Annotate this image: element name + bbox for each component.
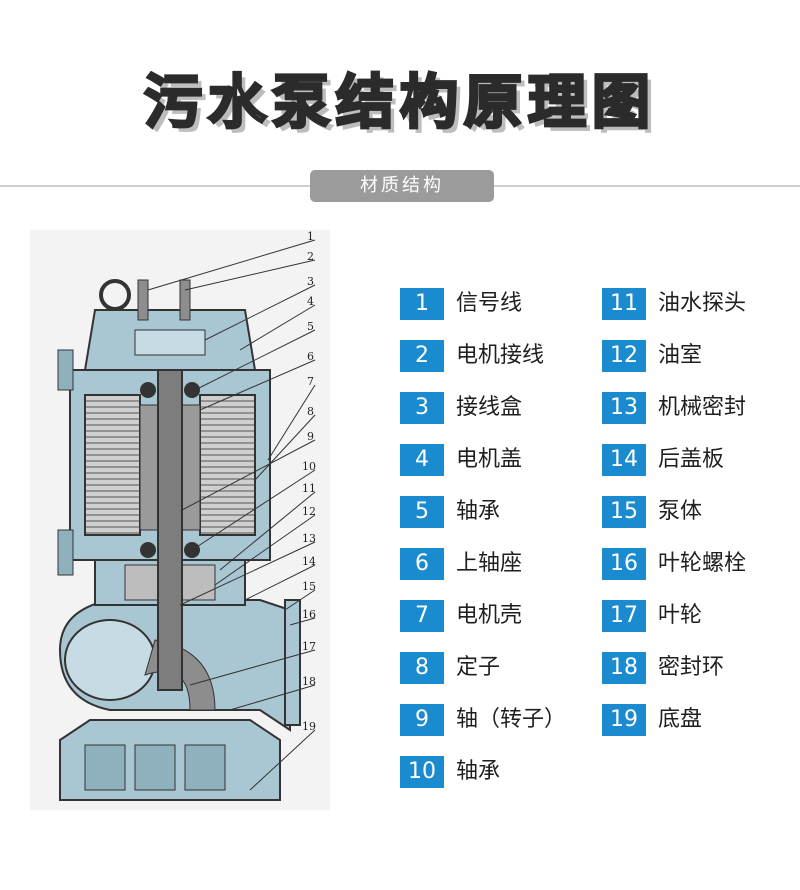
legend-number-badge: 10 xyxy=(400,756,444,788)
legend-label: 油水探头 xyxy=(658,291,747,316)
callout-number: 3 xyxy=(307,275,314,288)
legend-label: 上轴座 xyxy=(456,551,523,576)
legend-label: 定子 xyxy=(456,655,501,680)
legend-number-badge: 11 xyxy=(602,288,646,320)
legend-number-badge: 15 xyxy=(602,496,646,528)
callout-number: 5 xyxy=(307,320,314,333)
legend-label: 底盘 xyxy=(658,707,703,732)
callout-number: 7 xyxy=(307,375,314,388)
legend-label: 机械密封 xyxy=(658,395,747,420)
legend-number-badge: 8 xyxy=(400,652,444,684)
legend-label: 泵体 xyxy=(658,499,703,524)
legend-label: 轴（转子） xyxy=(456,707,567,732)
legend-label: 后盖板 xyxy=(658,447,725,472)
callout-number: 6 xyxy=(307,350,314,363)
callout-number: 9 xyxy=(307,430,314,443)
callout-number: 13 xyxy=(302,532,316,545)
legend-label: 信号线 xyxy=(456,291,523,316)
legend-number-badge: 17 xyxy=(602,600,646,632)
callout-number: 11 xyxy=(302,482,316,495)
callout-number: 15 xyxy=(302,580,316,593)
legend-label: 轴承 xyxy=(456,499,501,524)
legend-number-badge: 1 xyxy=(400,288,444,320)
callout-number: 10 xyxy=(302,460,316,473)
legend-number-badge: 6 xyxy=(400,548,444,580)
callout-number: 18 xyxy=(302,675,316,688)
legend-number-badge: 2 xyxy=(400,340,444,372)
legend-number-badge: 7 xyxy=(400,600,444,632)
legend-label: 电机壳 xyxy=(456,603,523,628)
legend-number-badge: 4 xyxy=(400,444,444,476)
legend-number-badge: 14 xyxy=(602,444,646,476)
callout-number: 19 xyxy=(302,720,316,733)
legend-label: 油室 xyxy=(658,343,703,368)
pump-diagram: 1 2 3 4 5 6 7 8 9 10 11 12 13 14 15 16 1… xyxy=(30,230,330,810)
legend-number-badge: 13 xyxy=(602,392,646,424)
callout-number: 16 xyxy=(302,608,316,621)
legend-label: 电机盖 xyxy=(456,447,523,472)
legend-label: 接线盒 xyxy=(456,395,523,420)
callout-number: 4 xyxy=(307,295,314,308)
legend-label: 叶轮螺栓 xyxy=(658,551,747,576)
legend-label: 轴承 xyxy=(456,759,501,784)
legend-number-badge: 12 xyxy=(602,340,646,372)
callout-number: 8 xyxy=(307,405,314,418)
legend-label: 密封环 xyxy=(658,655,725,680)
callout-number: 2 xyxy=(307,250,314,263)
legend-number-badge: 3 xyxy=(400,392,444,424)
callout-number: 14 xyxy=(302,555,316,568)
legend-number-badge: 9 xyxy=(400,704,444,736)
section-tag: 材质结构 xyxy=(310,170,494,202)
legend-number-badge: 18 xyxy=(602,652,646,684)
legend-number-badge: 5 xyxy=(400,496,444,528)
callout-number: 12 xyxy=(302,505,316,518)
legend-number-badge: 16 xyxy=(602,548,646,580)
legend-number-badge: 19 xyxy=(602,704,646,736)
page-title: 污水泵结构原理图 xyxy=(142,67,656,138)
legend-label: 电机接线 xyxy=(456,343,545,368)
callout-number: 1 xyxy=(307,230,314,243)
callout-number: 17 xyxy=(302,640,316,653)
legend-label: 叶轮 xyxy=(658,603,703,628)
